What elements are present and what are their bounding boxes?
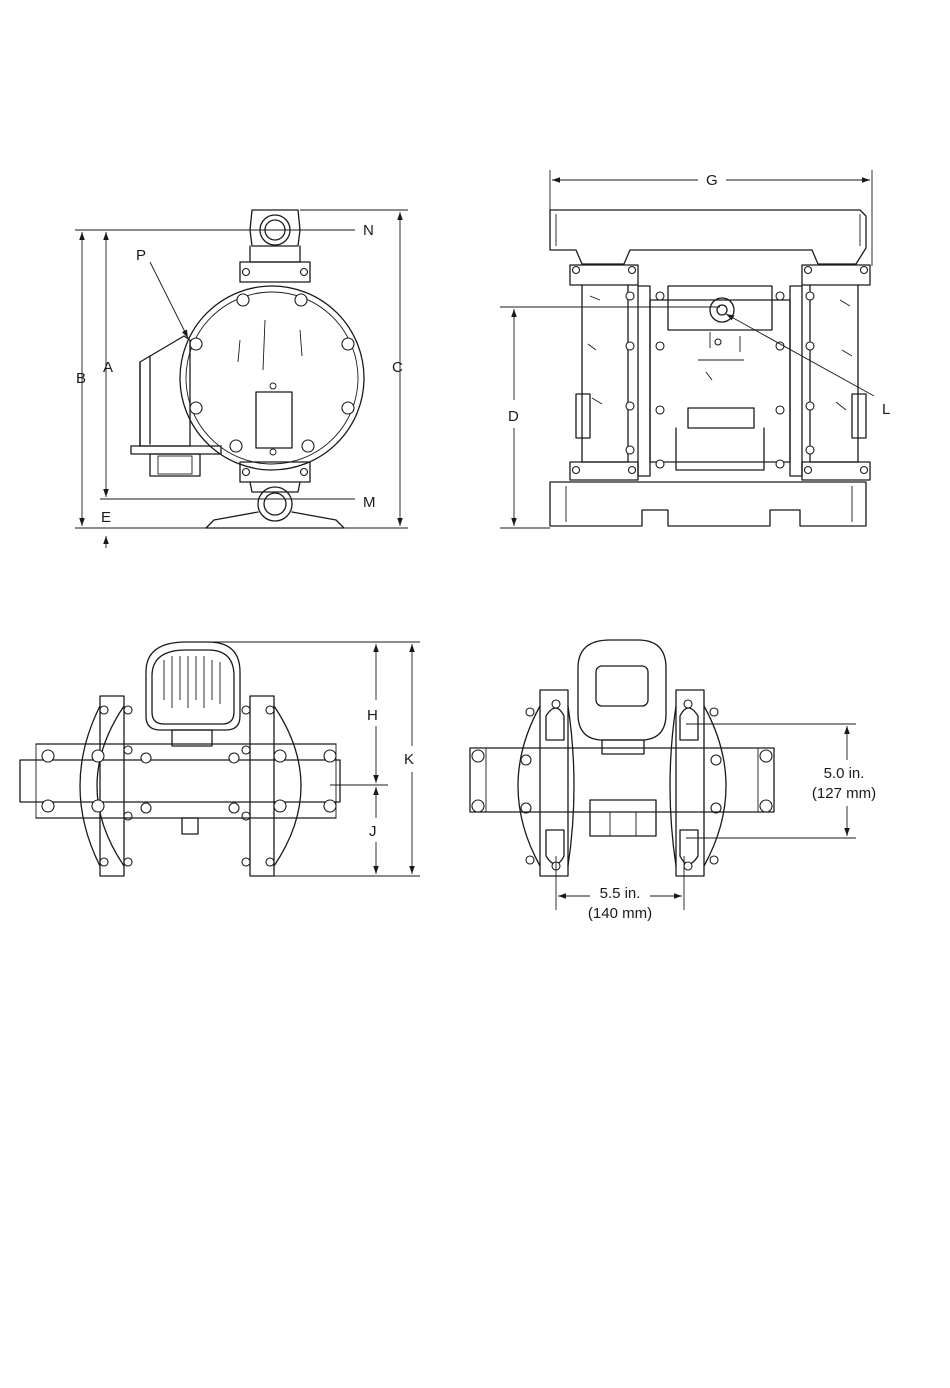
right-diaphragm <box>242 696 301 876</box>
label-d: D <box>508 408 519 425</box>
dim-5-0-in: 5.0 in. <box>824 765 865 782</box>
left-diaphragm-bottom <box>518 690 574 876</box>
air-inlet-boss <box>578 640 666 754</box>
label-h: H <box>367 707 378 724</box>
cross-manifold <box>20 744 340 834</box>
center-section <box>626 286 814 476</box>
dim-127-mm: (127 mm) <box>812 785 876 802</box>
dim-140-mm: (140 mm) <box>588 905 652 922</box>
diaphragm-cover <box>180 286 364 470</box>
label-a: A <box>103 359 113 376</box>
label-g: G <box>706 172 718 189</box>
bottom-manifold <box>550 482 866 526</box>
label-p: P <box>136 247 146 264</box>
left-diaphragm <box>80 696 132 876</box>
top-manifold <box>550 210 866 264</box>
muffler <box>146 642 240 746</box>
side-view: B A E P N M C <box>75 210 408 548</box>
outlet-port <box>240 210 310 282</box>
label-j: J <box>369 823 377 840</box>
front-view: G D L <box>500 170 890 528</box>
label-c: C <box>392 359 403 376</box>
label-b: B <box>76 370 86 387</box>
label-n: N <box>363 222 374 239</box>
label-m: M <box>363 494 376 511</box>
bottom-view: 5.0 in. (127 mm) 5.5 in. (140 mm) <box>470 640 876 922</box>
label-k: K <box>404 751 414 768</box>
right-diaphragm-bottom <box>670 690 726 876</box>
label-l: L <box>882 401 890 418</box>
dim-5-5-in: 5.5 in. <box>600 885 641 902</box>
inlet-port <box>206 462 344 528</box>
top-view: H J K <box>20 642 420 876</box>
bottom-cross-manifold <box>470 748 774 836</box>
label-e: E <box>101 509 111 526</box>
air-valve-housing <box>131 336 221 476</box>
